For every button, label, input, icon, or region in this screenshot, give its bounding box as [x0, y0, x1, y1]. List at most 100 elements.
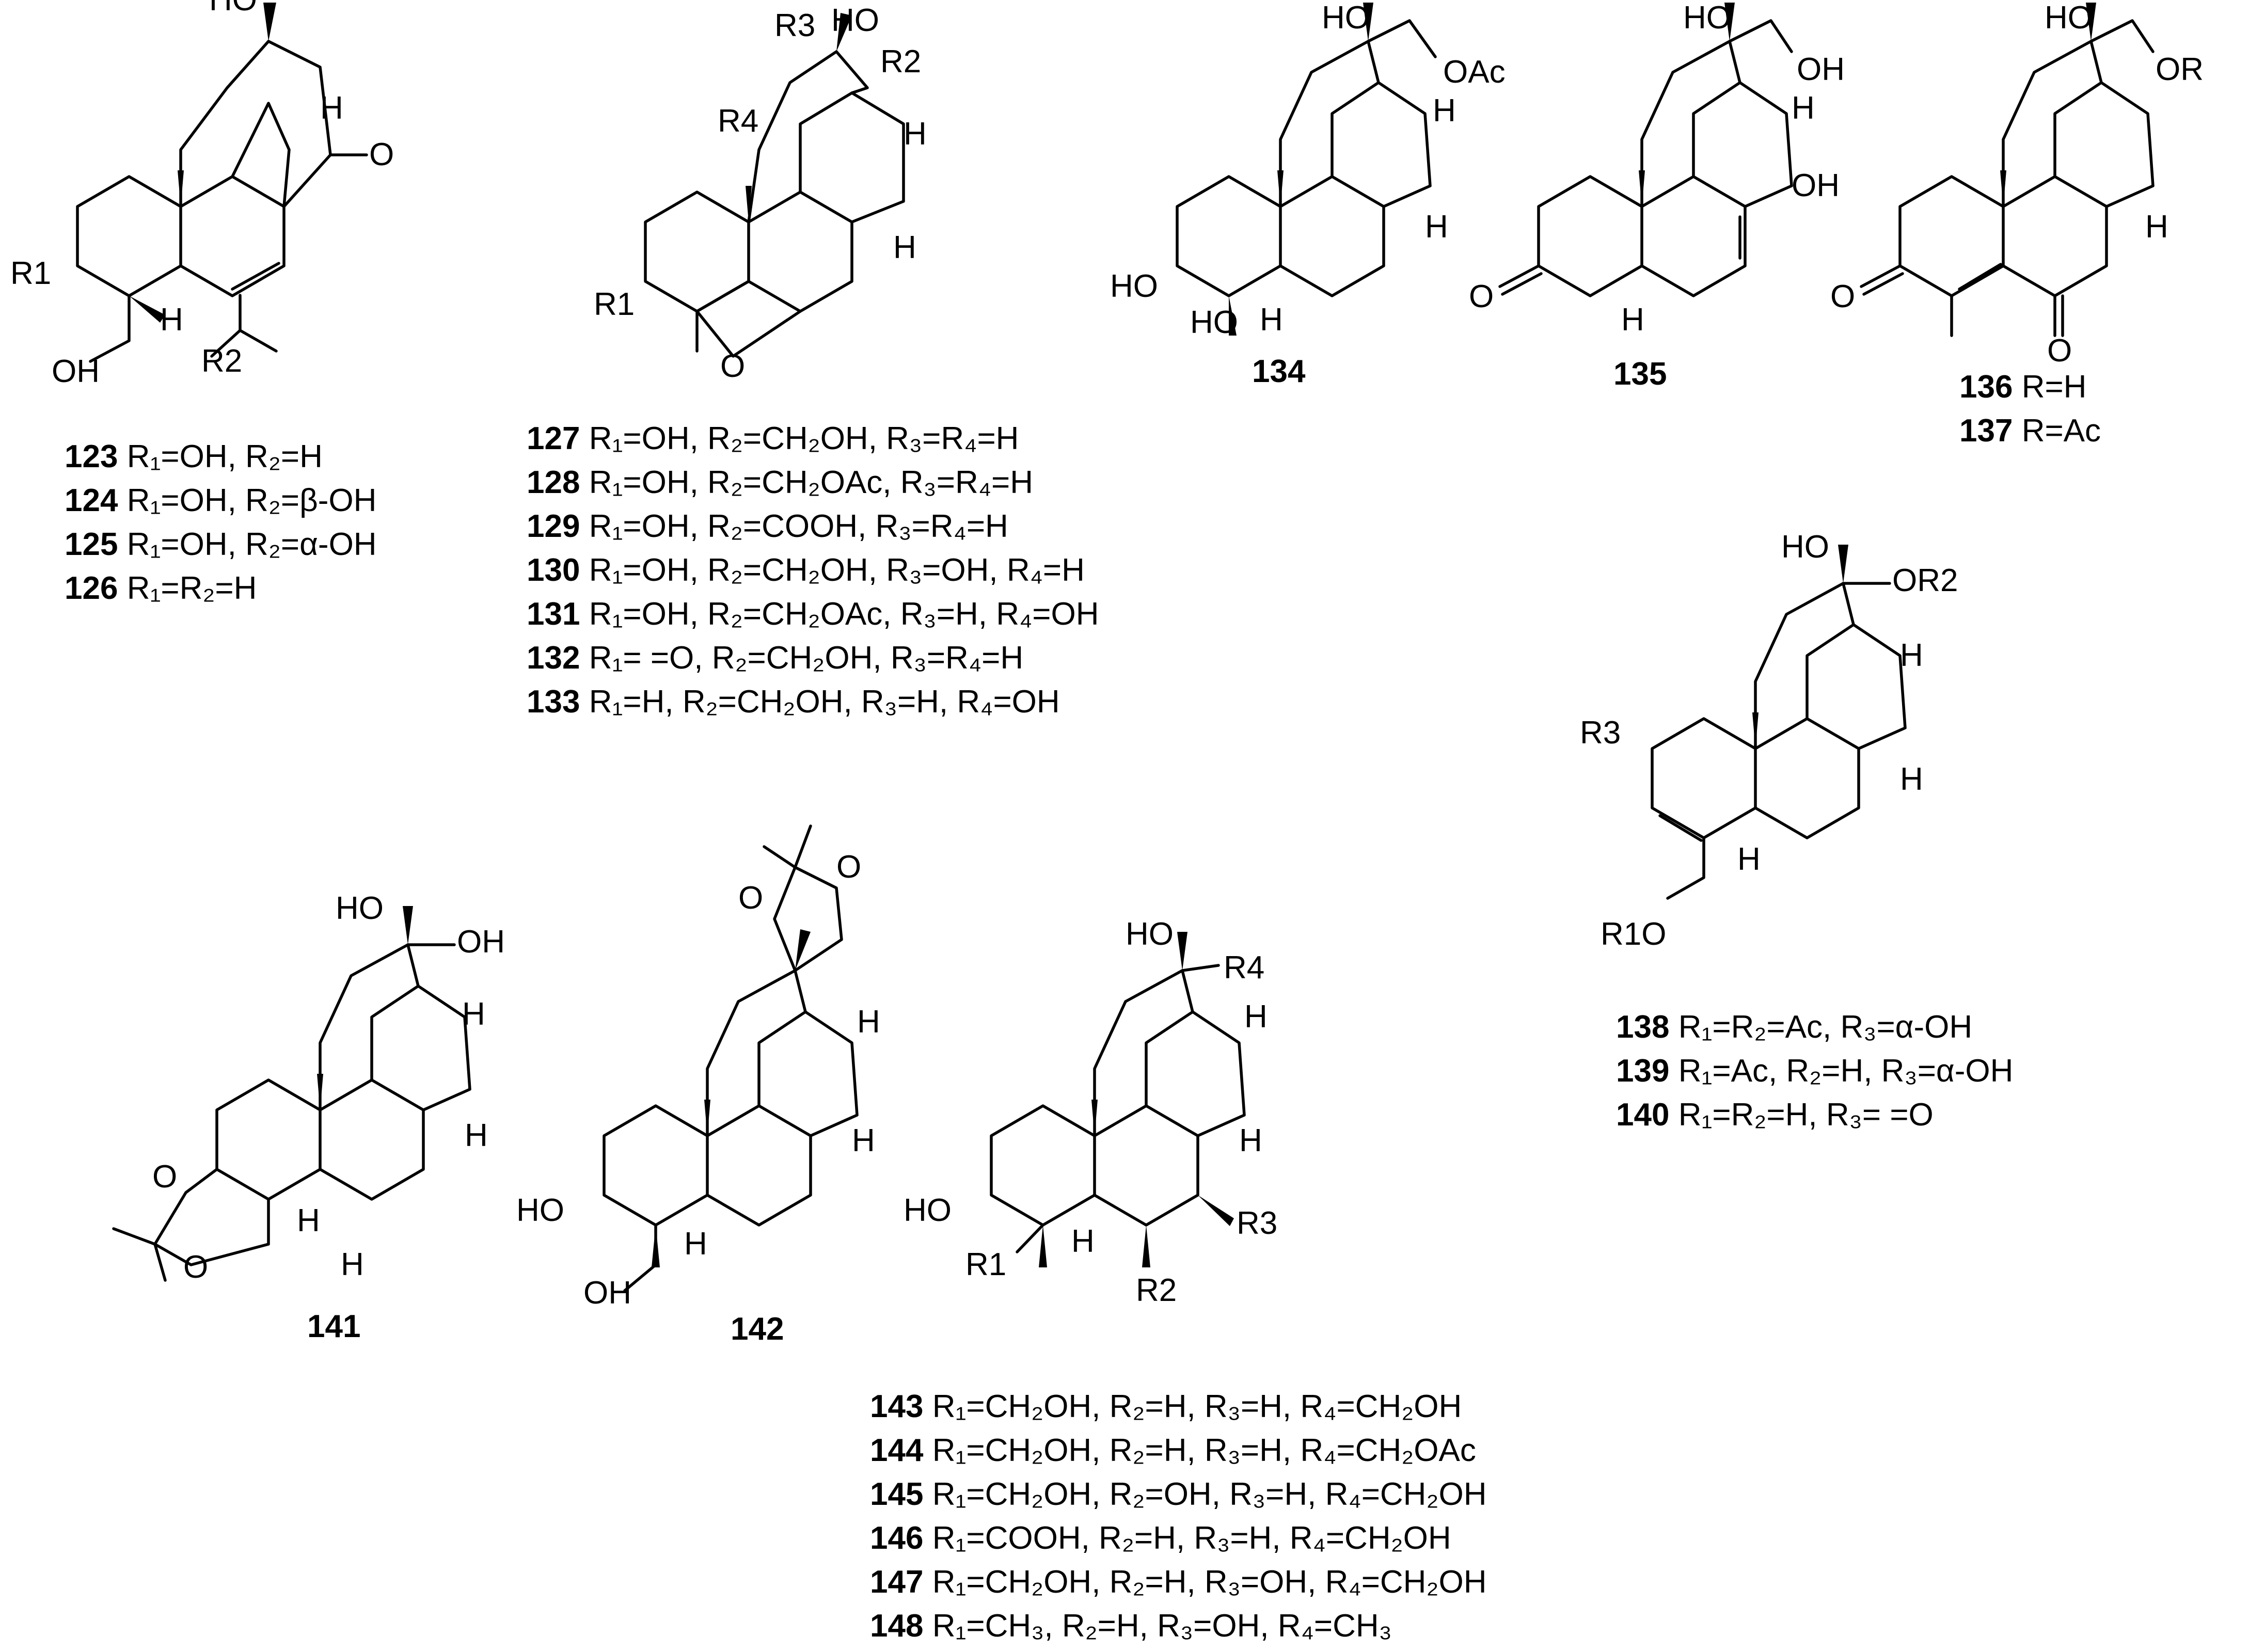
structure-134: HO OAc H H HO HO H 134 [1110, 0, 1506, 389]
atom-label: H [1737, 841, 1761, 877]
compound-caption: 129 R₁=OH, R₂=COOH, R₃=R₄=H [527, 509, 1008, 544]
atom-label: HO [1322, 0, 1370, 36]
structure-141: HO OH H H O H O H 141 [112, 891, 505, 1344]
structure-138-140: HO OR2 H R3 H H R1O [1580, 529, 1958, 952]
atom-label: HO [1190, 305, 1238, 340]
atom-label: H [684, 1226, 707, 1262]
atom-label: H [1071, 1224, 1095, 1259]
atom-label: HO [904, 1193, 952, 1228]
atom-label: H [341, 1247, 364, 1282]
atom-label: O [369, 137, 394, 172]
atom-label: H [1260, 302, 1283, 338]
atom-label: HO [1683, 0, 1731, 36]
caption-group-143-148: 143 R₁=CH₂OH, R₂=H, R₃=H, R₄=CH₂OH 144 R… [870, 1389, 1487, 1644]
compound-caption: 127 R₁=OH, R₂=CH₂OH, R₃=R₄=H [527, 421, 1019, 456]
atom-label: R4 [1224, 950, 1264, 986]
atom-label: R4 [718, 103, 758, 139]
atom-label: OH [52, 354, 100, 389]
atom-label: H [904, 116, 927, 152]
atom-label: OH [583, 1275, 631, 1311]
atom-label: R1 [594, 287, 635, 322]
atom-label: H [857, 1004, 880, 1040]
atom-label: H [462, 996, 485, 1032]
compound-id-142: 142 [731, 1311, 784, 1347]
caption-group-123-126: 123 R₁=OH, R₂=H 124 R₁=OH, R₂=β-OH 125 R… [65, 439, 377, 606]
atom-label: O [1469, 279, 1494, 314]
atom-label: HO [1126, 916, 1174, 952]
structure-143-148: HO R4 H H HO R3 R1 H R2 [904, 916, 1277, 1308]
atom-label: H [320, 90, 343, 126]
structure-123-126: HO O H R1 H R2 OH [10, 0, 394, 389]
atom-label: OR [2156, 52, 2204, 87]
atom-label: HO [209, 0, 257, 18]
atom-label: HO [1110, 268, 1158, 304]
atom-label: R1 [10, 256, 51, 291]
compound-caption: 146 R₁=COOH, R₂=H, R₃=H, R₄=CH₂OH [870, 1520, 1451, 1556]
compound-caption: 125 R₁=OH, R₂=α-OH [65, 527, 377, 562]
structure-142: O O H H HO H OH 142 [516, 824, 880, 1347]
atom-label: H [893, 230, 916, 265]
compound-caption: 138 R₁=R₂=Ac, R₃=α-OH [1616, 1009, 1972, 1045]
atom-label: O [2047, 333, 2072, 369]
structure-135: HO OH H OH O H 135 [1469, 0, 1845, 392]
atom-label: OH [1792, 168, 1840, 203]
atom-label: R3 [1580, 715, 1621, 751]
atom-label: H [1900, 638, 1923, 673]
atom-label: R1 [965, 1247, 1006, 1282]
compound-caption: 143 R₁=CH₂OH, R₂=H, R₃=H, R₄=CH₂OH [870, 1389, 1462, 1424]
compound-caption: 130 R₁=OH, R₂=CH₂OH, R₃=OH, R₄=H [527, 552, 1085, 588]
atom-label: R2 [1136, 1273, 1177, 1308]
atom-label: H [1621, 302, 1644, 338]
compound-caption: 140 R₁=R₂=H, R₃= =O [1616, 1097, 1934, 1133]
structure-136-137: HO OR H O O [1830, 0, 2204, 369]
atom-label: OH [1797, 52, 1845, 87]
atom-label: R3 [1237, 1205, 1277, 1241]
compound-caption: 148 R₁=CH₃, R₂=H, R₃=OH, R₄=CH₃ [870, 1608, 1392, 1644]
structure-127-133: R3 HO R2 R4 H H R1 O [594, 3, 927, 384]
atom-label: H [160, 302, 183, 338]
atom-label: O [738, 880, 763, 916]
atom-label: H [2145, 209, 2168, 245]
atom-label: H [1244, 999, 1268, 1035]
atom-label: R3 [774, 8, 815, 43]
compound-caption: 137 R=Ac [1959, 413, 2101, 449]
compound-caption: 144 R₁=CH₂OH, R₂=H, R₃=H, R₄=CH₂OAc [870, 1433, 1476, 1468]
atom-label: R1O [1601, 916, 1666, 952]
atom-label: HO [1781, 529, 1829, 565]
atom-label: O [836, 849, 861, 885]
atom-label: H [852, 1123, 875, 1158]
atom-label: H [1239, 1123, 1262, 1158]
compound-id-141: 141 [307, 1309, 360, 1344]
atom-label: H [1792, 90, 1815, 126]
atom-label: OAc [1443, 54, 1506, 90]
compound-caption: 139 R₁=Ac, R₂=H, R₃=α-OH [1616, 1053, 2013, 1089]
atom-label: HO [2045, 0, 2093, 36]
atom-label: H [1425, 209, 1448, 245]
atom-label: O [720, 348, 745, 384]
atom-label: H [1433, 93, 1456, 129]
atom-label: HO [336, 891, 384, 926]
atom-label: O [1830, 279, 1855, 314]
compound-caption: 132 R₁= =O, R₂=CH₂OH, R₃=R₄=H [527, 640, 1023, 676]
caption-group-127-133: 127 R₁=OH, R₂=CH₂OH, R₃=R₄=H 128 R₁=OH, … [527, 421, 1099, 720]
compound-id-134: 134 [1252, 354, 1306, 389]
atom-label: OH [457, 924, 505, 960]
compound-caption: 126 R₁=R₂=H [65, 570, 257, 606]
atom-label: R2 [201, 343, 242, 379]
atom-label: H [465, 1118, 488, 1153]
compound-caption: 133 R₁=H, R₂=CH₂OH, R₃=H, R₄=OH [527, 684, 1060, 720]
compound-caption: 145 R₁=CH₂OH, R₂=OH, R₃=H, R₄=CH₂OH [870, 1476, 1487, 1512]
atom-label: O [152, 1159, 177, 1195]
compound-caption: 124 R₁=OH, R₂=β-OH [65, 483, 376, 518]
compound-caption: 123 R₁=OH, R₂=H [65, 439, 323, 474]
atom-label: H [297, 1203, 320, 1238]
atom-label: R2 [880, 44, 921, 80]
compound-caption: 128 R₁=OH, R₂=CH₂OAc, R₃=R₄=H [527, 465, 1033, 500]
atom-label: HO [516, 1193, 564, 1228]
atom-label: O [183, 1249, 208, 1285]
caption-group-136-137: 136 R=H 137 R=Ac [1959, 369, 2101, 449]
caption-group-138-140: 138 R₁=R₂=Ac, R₃=α-OH 139 R₁=Ac, R₂=H, R… [1616, 1009, 2013, 1133]
atom-label: HO [831, 3, 879, 38]
compound-id-135: 135 [1613, 356, 1667, 392]
